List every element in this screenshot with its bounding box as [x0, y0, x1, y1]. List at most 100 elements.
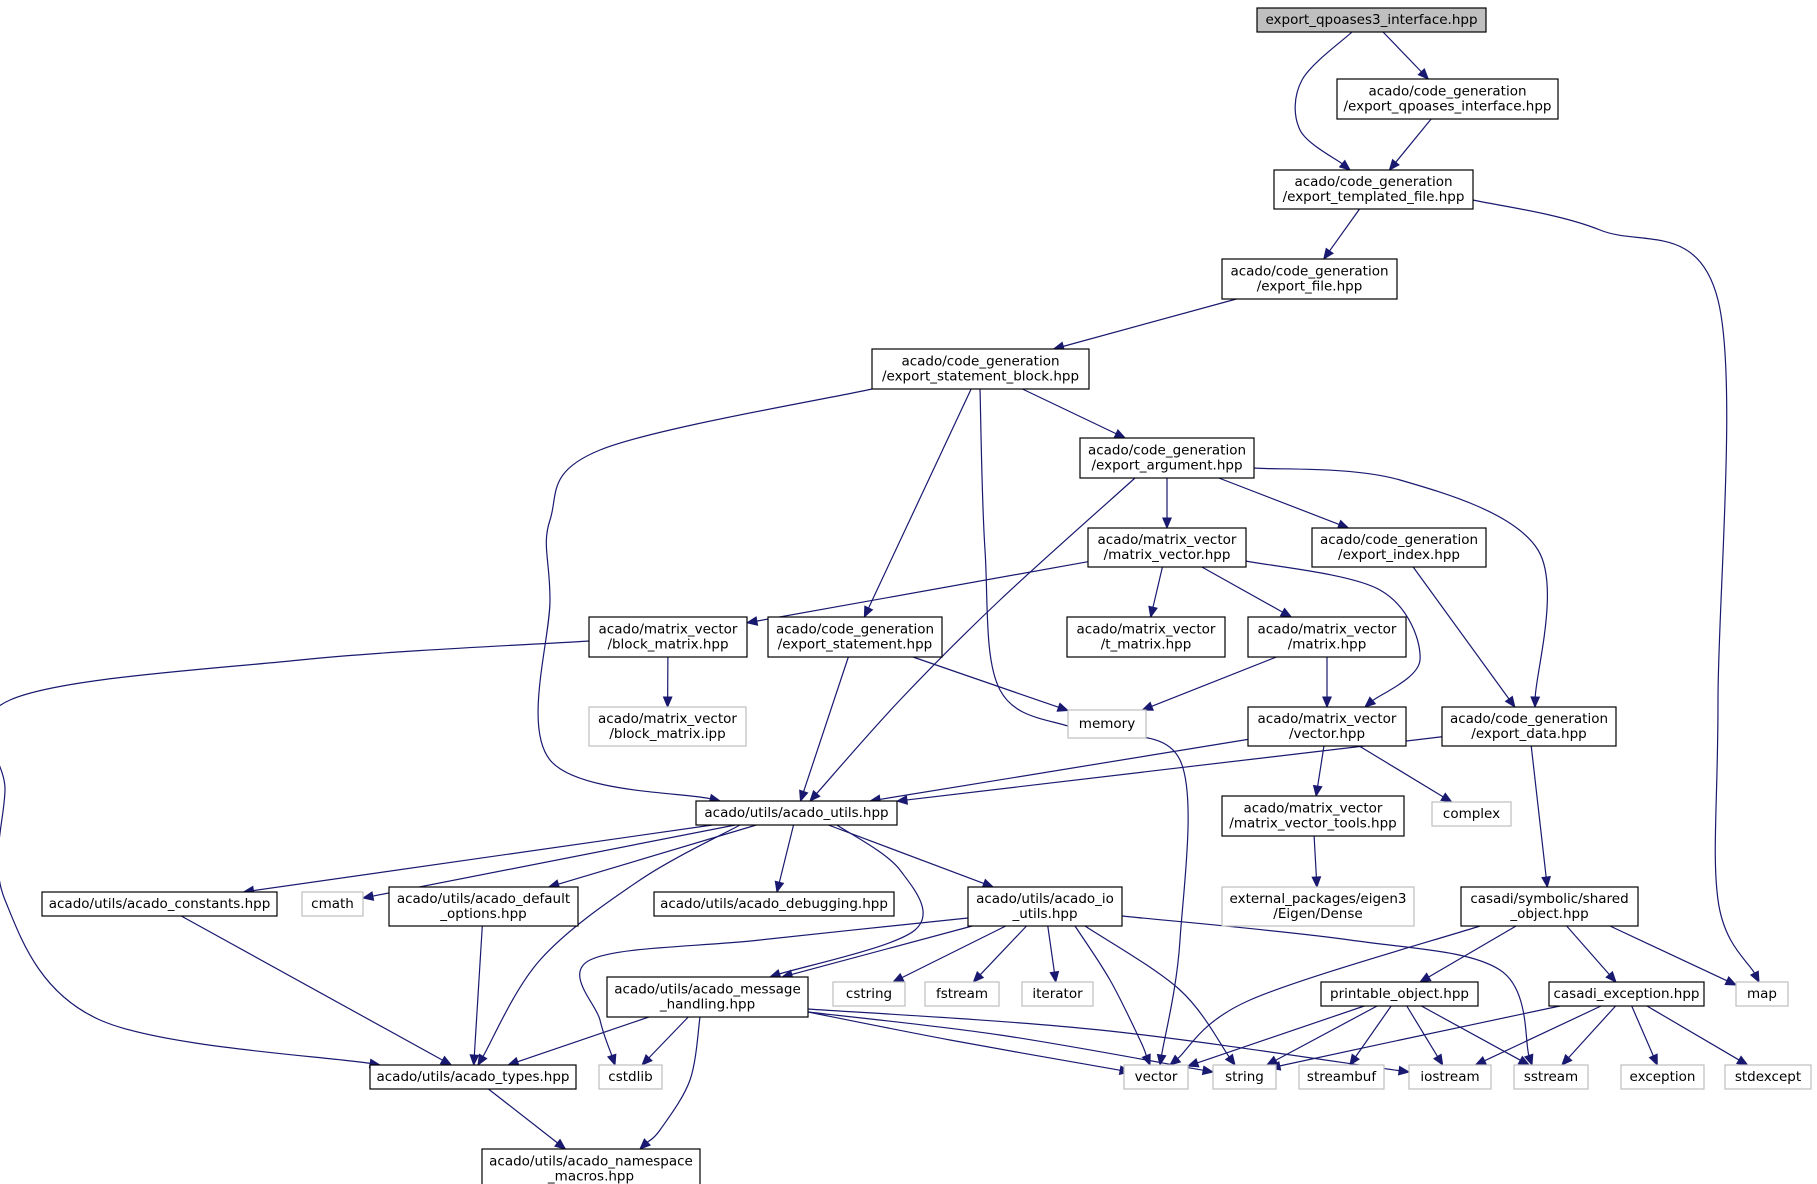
edge-line [557, 824, 757, 885]
node-exception: exception [1620, 1064, 1705, 1090]
node-printable-object[interactable]: printable_object.hpp [1320, 981, 1479, 1007]
node-mv-tools[interactable]: acado/matrix_vector/matrix_vector_tools.… [1221, 795, 1405, 837]
edge-line [371, 824, 736, 897]
edge-line [905, 736, 1443, 801]
dependency-edge-root-to-qpoases_interface [1382, 31, 1430, 80]
node-export-data[interactable]: acado/code_generation/export_data.hpp [1441, 706, 1617, 747]
dependency-edge-printable_object-to-string [1265, 1005, 1378, 1066]
node-namespace-macros[interactable]: acado/utils/acado_namespace_macros.hpp [481, 1148, 701, 1184]
node-label: /export_templated_file.hpp [1283, 189, 1465, 205]
edge-line [646, 1016, 701, 1144]
node-box [388, 886, 579, 927]
node-label: stdexcept [1735, 1069, 1801, 1085]
edge-line [180, 915, 444, 1062]
node-label: /vector.hpp [1289, 726, 1365, 742]
dependency-edge-matrix-to-vector_hpp [1322, 657, 1332, 709]
edge-arrowhead [972, 970, 985, 983]
edge-line [1176, 925, 1481, 1060]
node-label: acado/matrix_vector [1077, 622, 1216, 638]
dependency-edge-casadi_exception-to-string [1268, 1005, 1561, 1071]
node-matrix[interactable]: acado/matrix_vector/matrix.hpp [1247, 616, 1407, 658]
node-t-matrix[interactable]: acado/matrix_vector/t_matrix.hpp [1066, 616, 1226, 658]
edge-arrowhead [809, 789, 821, 802]
node-label: casadi/symbolic/shared [1470, 891, 1628, 907]
edge-arrowhead [1417, 67, 1430, 80]
node-debugging[interactable]: acado/utils/acado_debugging.hpp [653, 891, 895, 917]
node-box [1460, 886, 1639, 927]
dependency-edge-qpoases_interface-to-templated_file [1388, 118, 1432, 171]
dependency-edge-vector_hpp-to-complex [1358, 745, 1453, 803]
edge-line [802, 656, 849, 793]
edge-arrowhead [1735, 1055, 1749, 1066]
node-label: string [1225, 1069, 1264, 1085]
node-vector-hpp[interactable]: acado/matrix_vector/vector.hpp [1247, 706, 1407, 747]
edge-line [1567, 1005, 1617, 1059]
node-label: /export_index.hpp [1338, 547, 1460, 563]
node-label: vector [1135, 1069, 1178, 1085]
edge-line [1313, 835, 1318, 879]
node-fstream: fstream [924, 981, 1000, 1007]
node-acado-types[interactable]: acado/utils/acado_types.hpp [369, 1064, 577, 1090]
dependency-edge-default_options-to-acado_types [469, 925, 483, 1067]
node-matrix-vector[interactable]: acado/matrix_vector/matrix_vector.hpp [1087, 527, 1247, 568]
node-box [1247, 616, 1407, 658]
edge-arrowhead [774, 880, 785, 894]
edge-arrowhead [606, 1053, 617, 1067]
node-shared-object[interactable]: casadi/symbolic/shared_object.hpp [1460, 886, 1639, 927]
edge-line [1358, 745, 1445, 798]
node-casadi-exception[interactable]: casadi_exception.hpp [1548, 981, 1705, 1007]
edge-line [1218, 477, 1341, 526]
edge-line [1530, 745, 1547, 879]
dependency-edge-acado_types-to-namespace_macros [488, 1088, 567, 1150]
node-label: cmath [311, 896, 354, 912]
edge-line [482, 824, 741, 1058]
node-cmath: cmath [301, 891, 364, 917]
edge-line [778, 824, 795, 884]
edge-arrowhead [1162, 517, 1172, 530]
node-export-argument[interactable]: acado/code_generation/export_argument.hp… [1079, 437, 1255, 479]
node-default-options[interactable]: acado/utils/acado_default_options.hpp [388, 886, 579, 927]
node-label: iterator [1032, 986, 1083, 1002]
node-label: acado/utils/acado_constants.hpp [49, 896, 271, 912]
node-label: export_qpoases3_interface.hpp [1265, 12, 1477, 28]
dependency-edge-block_matrix-to-acado_types [0, 640, 590, 1069]
node-label: /export_file.hpp [1257, 279, 1363, 295]
edge-line [979, 925, 1027, 976]
edge-line [1274, 1005, 1378, 1062]
node-label: cstdlib [608, 1069, 652, 1085]
dependency-edge-export_statement-to-acado_utils [799, 656, 849, 803]
edge-line [778, 824, 924, 975]
edge-line [1406, 1005, 1439, 1058]
node-label: acado/matrix_vector [1258, 622, 1397, 638]
dependency-edge-mv_tools-to-eigen_dense [1311, 835, 1322, 889]
node-complex: complex [1431, 801, 1512, 827]
node-box [1408, 1064, 1492, 1090]
edge-line [1074, 925, 1148, 1057]
node-stdexcept: stdexcept [1724, 1064, 1812, 1090]
node-export-file[interactable]: acado/code_generation/export_file.hpp [1221, 258, 1398, 300]
node-qpoases-interface[interactable]: acado/code_generation/export_qpoases_int… [1336, 78, 1559, 120]
node-label: /export_data.hpp [1471, 726, 1586, 742]
node-export-statement[interactable]: acado/code_generation/export_statement.h… [767, 616, 943, 658]
dependency-edge-matrix_vector-to-block_matrix [745, 561, 1089, 626]
node-templated-file[interactable]: acado/code_generation/export_templated_f… [1273, 169, 1474, 210]
node-sstream: sstream [1513, 1064, 1589, 1090]
node-message-handling[interactable]: acado/utils/acado_message_handling.hpp [606, 976, 809, 1018]
node-constants[interactable]: acado/utils/acado_constants.hpp [41, 891, 278, 917]
edge-arrowhead [1724, 976, 1738, 986]
node-block-matrix[interactable]: acado/matrix_vector/block_matrix.hpp [588, 616, 748, 658]
node-root[interactable]: export_qpoases3_interface.hpp [1256, 7, 1487, 33]
node-memory: memory [1067, 709, 1147, 739]
node-label: acado/code_generation [1294, 174, 1452, 190]
node-label: _object.hpp [1509, 906, 1588, 922]
node-box [1087, 527, 1247, 568]
node-acado-utils[interactable]: acado/utils/acado_utils.hpp [695, 800, 898, 826]
node-label: acado/utils/acado_types.hpp [376, 1069, 569, 1085]
node-statement-block[interactable]: acado/code_generation/export_statement_b… [871, 348, 1090, 390]
dependency-edge-io_utils-to-cstdlib [579, 917, 969, 1067]
node-label: acado/utils/acado_debugging.hpp [660, 896, 888, 912]
edge-arrowhead [1141, 701, 1154, 711]
node-export-index[interactable]: acado/code_generation/export_index.hpp [1311, 527, 1487, 568]
node-label: /export_statement.hpp [778, 637, 933, 653]
node-io-utils[interactable]: acado/utils/acado_io_utils.hpp [967, 886, 1123, 927]
